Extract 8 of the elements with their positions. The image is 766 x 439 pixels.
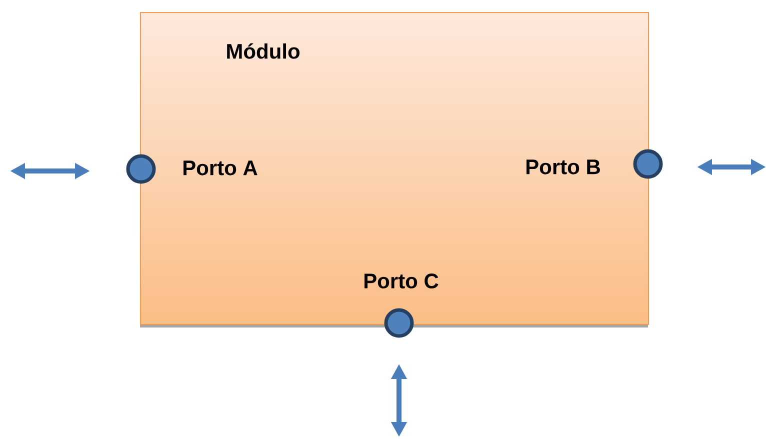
port-circle bbox=[633, 149, 663, 179]
port-label: Porto A bbox=[184, 160, 258, 176]
title-label: Módulo bbox=[227, 43, 300, 59]
port-circle bbox=[126, 154, 156, 184]
port-label: Porto B bbox=[526, 160, 600, 174]
port-label: Porto C bbox=[364, 274, 438, 288]
module-box bbox=[140, 12, 649, 325]
port-circle bbox=[384, 308, 414, 338]
